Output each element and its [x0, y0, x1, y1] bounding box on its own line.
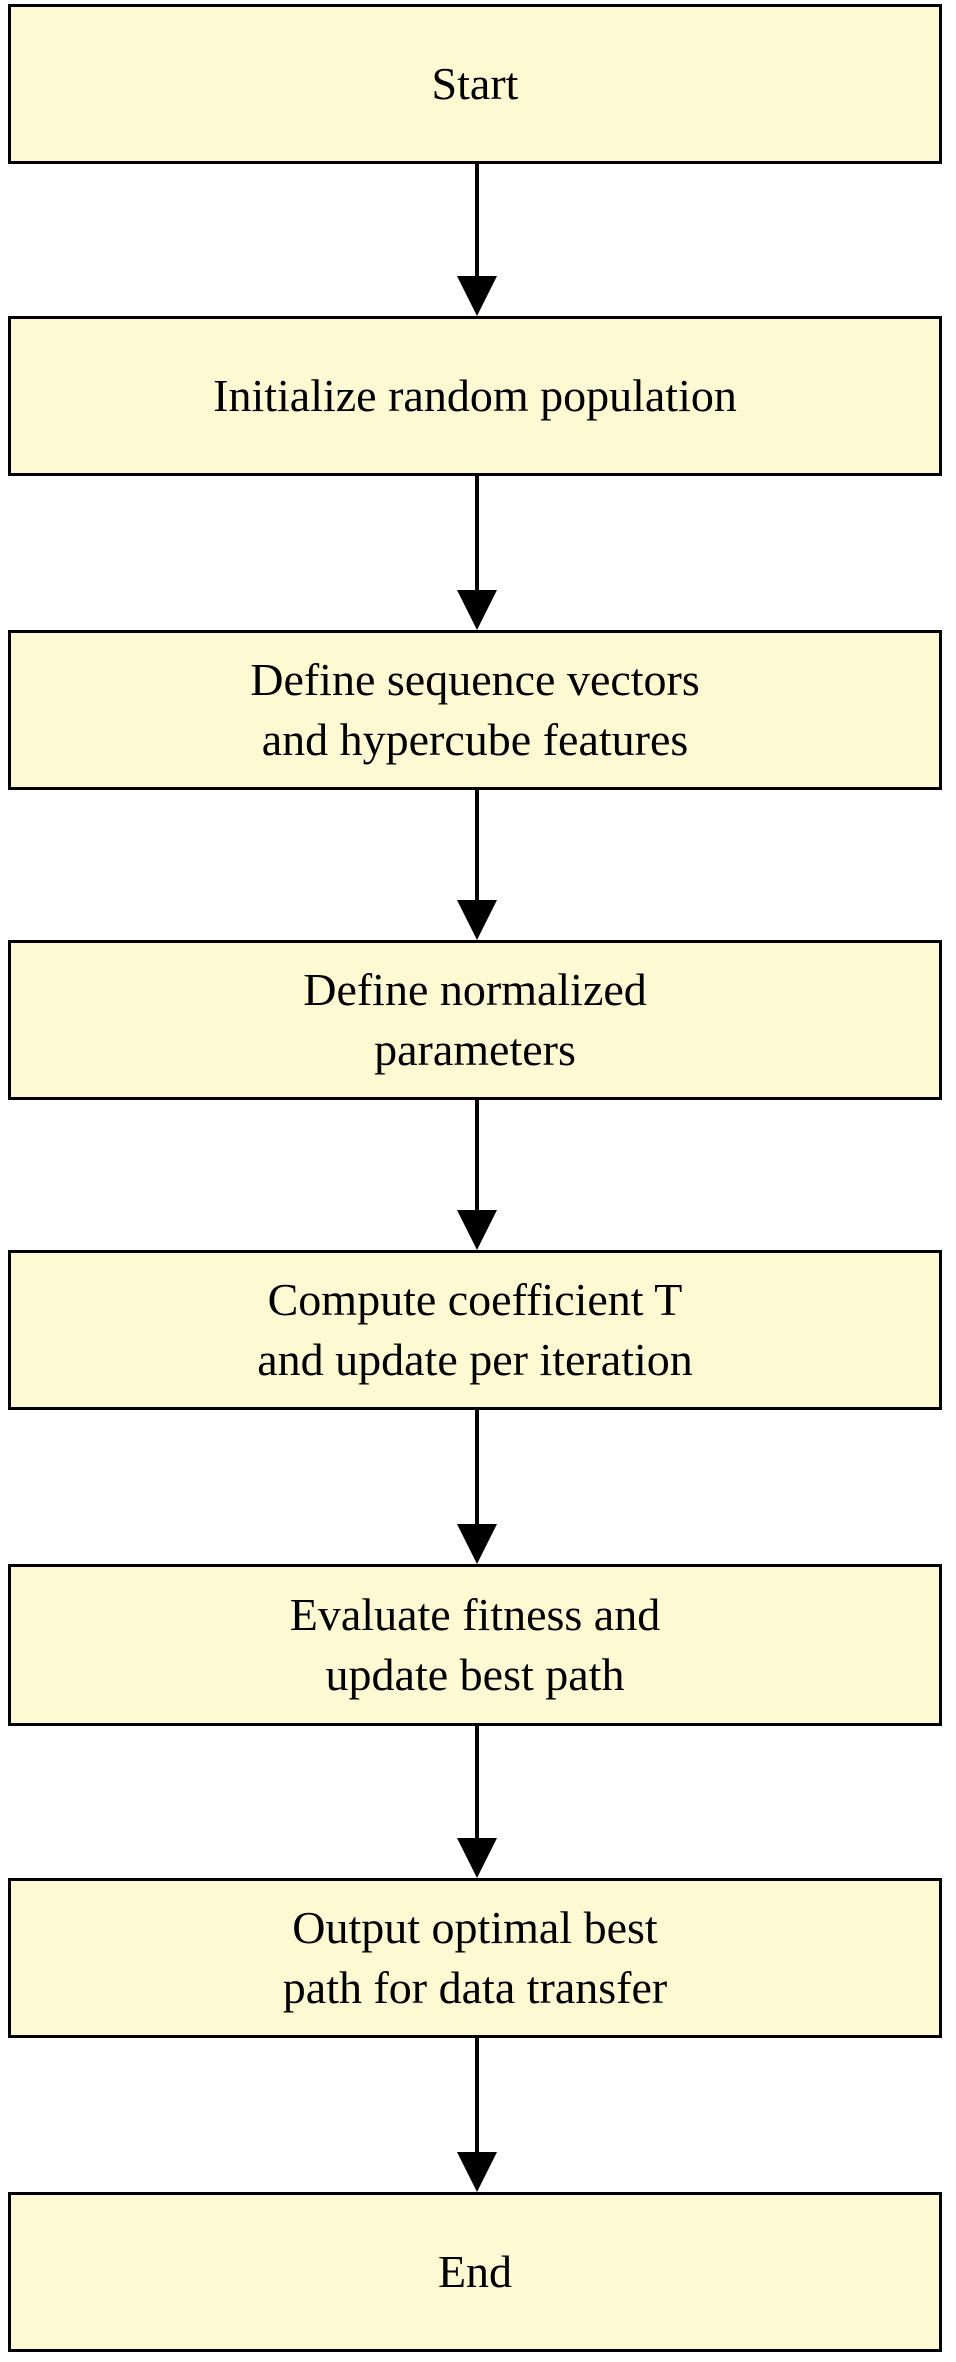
flow-arrowhead [457, 1838, 497, 1878]
step-end: End [8, 2192, 942, 2352]
step-start: Start [8, 4, 942, 164]
step-evaluate-fitness-label: Evaluate fitness and update best path [289, 1589, 661, 1700]
step-define-vectors-label: Define sequence vectors and hypercube fe… [250, 654, 700, 765]
step-end-label: End [437, 2246, 513, 2297]
flow-arrowhead [457, 276, 497, 316]
step-compute-coefficient: Compute coefficient T and update per ite… [8, 1250, 942, 1410]
flow-arrow [457, 1100, 497, 1250]
flow-arrowhead [457, 2152, 497, 2192]
flow-arrow [457, 476, 497, 630]
flow-arrowhead [457, 1524, 497, 1564]
step-start-label: Start [431, 58, 519, 109]
step-evaluate-fitness: Evaluate fitness and update best path [8, 1564, 942, 1726]
flow-arrowhead [457, 900, 497, 940]
step-init-population: Initialize random population [8, 316, 942, 476]
step-compute-coefficient-label: Compute coefficient T and update per ite… [257, 1274, 693, 1385]
flow-arrow [457, 2038, 497, 2192]
step-define-normalized-label: Define normalized parameters [303, 964, 647, 1075]
step-output-path: Output optimal best path for data transf… [8, 1878, 942, 2038]
step-define-vectors: Define sequence vectors and hypercube fe… [8, 630, 942, 790]
flow-arrow [457, 164, 497, 316]
step-define-normalized: Define normalized parameters [8, 940, 942, 1100]
flow-arrow [457, 1726, 497, 1878]
flow-arrowhead [457, 590, 497, 630]
flow-arrow [457, 1410, 497, 1564]
step-init-population-label: Initialize random population [213, 370, 737, 421]
flow-arrowhead [457, 1210, 497, 1250]
flow-arrow [457, 790, 497, 940]
step-output-path-label: Output optimal best path for data transf… [282, 1902, 668, 2013]
